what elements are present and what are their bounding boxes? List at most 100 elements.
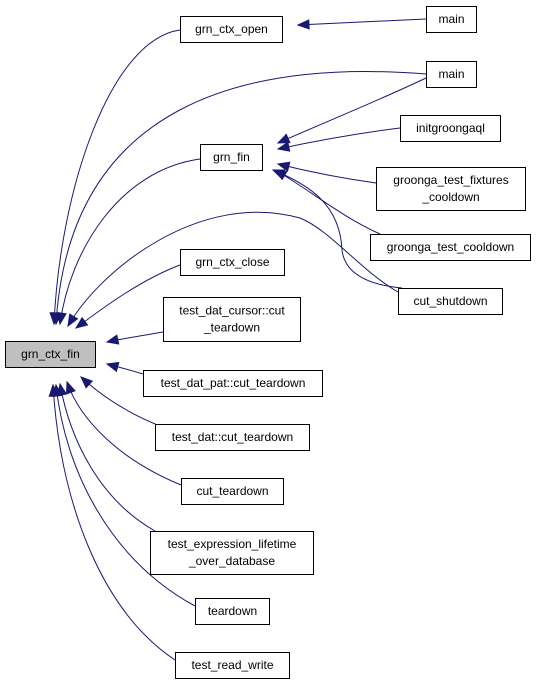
edge-arrowhead — [105, 334, 120, 345]
edge-line — [52, 384, 176, 661]
node-cut_teardown[interactable]: cut_teardown — [181, 478, 284, 505]
edge-initgroongaql-to-grn_fin — [276, 127, 401, 152]
node-box — [426, 61, 477, 88]
edge-line — [272, 169, 403, 289]
edge-line — [55, 71, 427, 325]
edge-groonga_test_cooldown-to-grn_fin — [273, 169, 381, 235]
edge-main_2-to-grn_fin — [276, 77, 427, 144]
node-label: test_expression_lifetime — [168, 537, 297, 551]
node-label: test_read_write — [191, 658, 273, 672]
edge-arrowhead — [74, 316, 89, 329]
node-label: _teardown — [203, 321, 260, 335]
node-label: grn_fin — [213, 150, 250, 164]
node-box — [426, 6, 477, 33]
node-box — [5, 341, 96, 368]
node-test_dat_cut_teardown[interactable]: test_dat::cut_teardown — [155, 424, 310, 451]
edge-line — [277, 127, 401, 150]
node-label: cut_shutdown — [413, 294, 487, 308]
edge-line — [277, 163, 377, 184]
node-label: grn_ctx_close — [195, 255, 269, 269]
edge-arrowhead — [296, 19, 310, 30]
edge-arrowhead — [276, 141, 291, 152]
edge-main_2-to-grn_ctx_fin — [51, 71, 427, 326]
edge-arrowhead — [105, 361, 120, 373]
node-box — [175, 652, 290, 679]
edge-cut_shutdown-to-grn_fin — [271, 169, 403, 289]
node-label: test_dat::cut_teardown — [172, 430, 293, 444]
node-label: teardown — [208, 604, 257, 618]
node-grn_fin[interactable]: grn_fin — [200, 144, 263, 171]
node-box — [370, 234, 531, 261]
edge-test_dat_cursor_cut_teardown-to-grn_ctx_fin — [105, 331, 164, 345]
node-cut_shutdown[interactable]: cut_shutdown — [398, 288, 503, 315]
edge-line — [59, 158, 201, 325]
edge-arrowhead — [66, 380, 76, 395]
edge-grn_ctx_open-to-grn_ctx_fin — [49, 29, 181, 326]
edges-layer — [48, 18, 427, 661]
edge-test_dat_cut_teardown-to-grn_ctx_fin — [80, 376, 161, 427]
node-teardown[interactable]: teardown — [195, 598, 270, 625]
edge-line — [53, 29, 181, 325]
node-test_dat_pat_cut_teardown[interactable]: test_dat_pat::cut_teardown — [143, 370, 323, 397]
edge-line — [55, 384, 196, 607]
node-box — [398, 288, 503, 315]
node-box — [195, 598, 270, 625]
edge-cut_shutdown-to-grn_ctx_fin — [67, 211, 399, 328]
node-box — [180, 249, 285, 276]
node-initgroongaql[interactable]: initgroongaql — [400, 115, 501, 142]
node-label: test_dat_cursor::cut — [179, 304, 285, 318]
node-label: groonga_test_fixtures — [393, 173, 508, 187]
edge-test_read_write-to-grn_ctx_fin — [48, 383, 176, 661]
node-test_dat_cursor_cut_teardown[interactable]: test_dat_cursor::cut_teardown — [163, 297, 301, 342]
node-label: initgroongaql — [416, 121, 485, 135]
edge-line — [277, 77, 427, 144]
node-grn_ctx_open[interactable]: grn_ctx_open — [180, 16, 283, 43]
node-main_1[interactable]: main — [426, 6, 477, 33]
node-box — [400, 115, 501, 142]
edge-line — [66, 381, 182, 486]
edge-line — [274, 169, 381, 235]
edge-arrowhead — [56, 311, 67, 326]
node-box — [180, 16, 283, 43]
node-label: grn_ctx_fin — [21, 347, 80, 361]
node-label: groonga_test_cooldown — [387, 240, 514, 254]
edge-arrowhead — [276, 133, 291, 144]
edge-arrowhead — [80, 376, 94, 389]
node-label: _over_database — [188, 554, 275, 568]
node-label: grn_ctx_open — [195, 22, 268, 36]
node-box — [376, 167, 526, 211]
edge-line — [297, 18, 427, 26]
node-test_read_write[interactable]: test_read_write — [175, 652, 290, 679]
edge-main_1-to-grn_ctx_open — [296, 18, 427, 30]
node-label: _cooldown — [421, 190, 479, 204]
node-groonga_test_cooldown[interactable]: groonga_test_cooldown — [370, 234, 531, 261]
edge-cut_teardown-to-grn_ctx_fin — [66, 380, 182, 486]
node-box — [143, 370, 323, 397]
edge-groonga_test_fixtures_cooldown-to-grn_fin — [276, 161, 377, 184]
edge-arrowhead — [271, 169, 286, 180]
edge-arrowhead — [48, 383, 59, 397]
edge-arrowhead — [67, 313, 79, 328]
node-grn_ctx_close[interactable]: grn_ctx_close — [180, 249, 285, 276]
node-label: main — [438, 12, 464, 26]
edge-test_dat_pat_cut_teardown-to-grn_ctx_fin — [105, 361, 144, 375]
node-box — [163, 297, 301, 342]
node-box — [200, 144, 263, 171]
node-grn_ctx_fin[interactable]: grn_ctx_fin — [5, 341, 96, 368]
node-label: cut_teardown — [196, 484, 268, 498]
node-box — [155, 424, 310, 451]
edge-line — [67, 211, 399, 327]
edge-line — [59, 383, 156, 532]
node-test_expression_lifetime_over_database[interactable]: test_expression_lifetime _over_database — [150, 531, 314, 575]
node-main_2[interactable]: main — [426, 61, 477, 88]
nodes-layer: grn_ctx_fingrn_ctx_openmainmaingrn_finin… — [5, 6, 531, 679]
node-label: main — [438, 67, 464, 81]
node-box — [150, 531, 314, 575]
edge-grn_ctx_close-to-grn_ctx_fin — [74, 264, 181, 329]
edge-arrowhead — [276, 161, 291, 172]
node-label: test_dat_pat::cut_teardown — [161, 376, 306, 390]
node-groonga_test_fixtures_cooldown[interactable]: groonga_test_fixtures _cooldown — [376, 167, 526, 211]
node-box — [181, 478, 284, 505]
edge-grn_fin-to-grn_ctx_fin — [56, 158, 201, 326]
